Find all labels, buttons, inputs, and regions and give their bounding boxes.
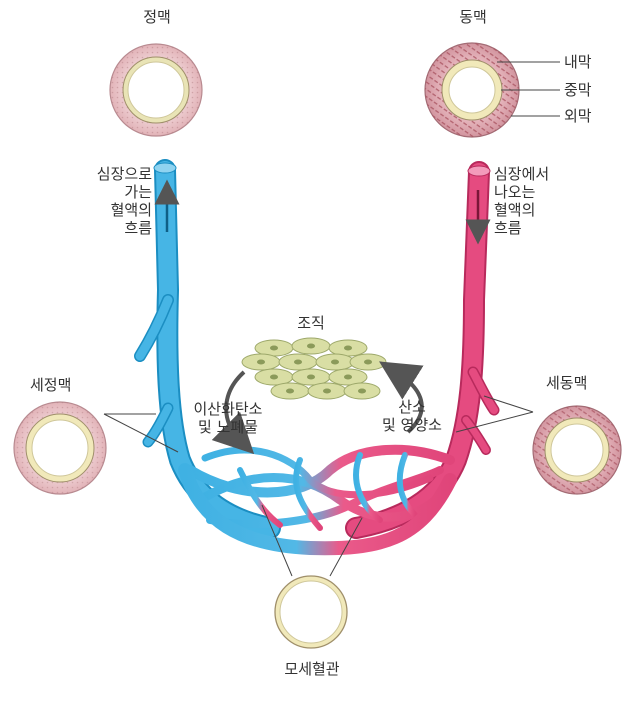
oxygen-nutrients-label: 산소 및 영양소 bbox=[372, 398, 452, 434]
co2-waste-line-1: 이산화탄소 bbox=[193, 400, 263, 418]
from-heart-line-1: 심장에서 bbox=[494, 165, 550, 183]
oxygen-nutrients-line-1: 산소 bbox=[398, 398, 426, 416]
to-heart-line-2: 가는 bbox=[124, 183, 152, 201]
artery-layer-callouts bbox=[497, 61, 560, 117]
from-heart-label: 심장에서 나오는 혈액의 흐름 bbox=[494, 165, 574, 237]
vein-vessel bbox=[134, 159, 281, 539]
to-heart-line-4: 흐름 bbox=[124, 219, 152, 237]
tissue-label: 조직 bbox=[297, 314, 325, 332]
arteriole-cross-section bbox=[532, 405, 622, 495]
to-heart-label: 심장으로 가는 혈액의 흐름 bbox=[82, 165, 152, 237]
media-label: 중막 bbox=[564, 81, 592, 99]
oxygen-nutrients-line-2: 및 영양소 bbox=[382, 416, 442, 434]
co2-waste-label: 이산화탄소 및 노폐물 bbox=[183, 400, 273, 436]
from-heart-line-3: 혈액의 bbox=[494, 201, 536, 219]
tissue-cells bbox=[241, 337, 387, 400]
callout-lines bbox=[103, 395, 534, 577]
to-heart-line-3: 혈액의 bbox=[110, 201, 152, 219]
from-heart-line-4: 흐름 bbox=[494, 219, 522, 237]
to-heart-line-1: 심장으로 bbox=[96, 165, 152, 183]
vein-label: 정맥 bbox=[143, 8, 171, 26]
venule-label: 세정맥 bbox=[30, 376, 72, 394]
capillary-label: 모세혈관 bbox=[284, 660, 340, 678]
adventitia-label: 외막 bbox=[564, 107, 592, 125]
venule-cross-section bbox=[13, 401, 107, 495]
co2-waste-line-2: 및 노폐물 bbox=[198, 418, 258, 436]
capillary-cross-section bbox=[274, 575, 348, 649]
capillary-bed bbox=[178, 444, 457, 556]
artery-label: 동맥 bbox=[459, 8, 487, 26]
vein-cross-section bbox=[109, 43, 203, 137]
artery-cross-section bbox=[424, 42, 520, 138]
exchange-arrows bbox=[211, 361, 424, 455]
from-heart-line-2: 나오는 bbox=[494, 183, 536, 201]
intima-label: 내막 bbox=[564, 53, 592, 71]
arteriole-label: 세동맥 bbox=[546, 374, 588, 392]
